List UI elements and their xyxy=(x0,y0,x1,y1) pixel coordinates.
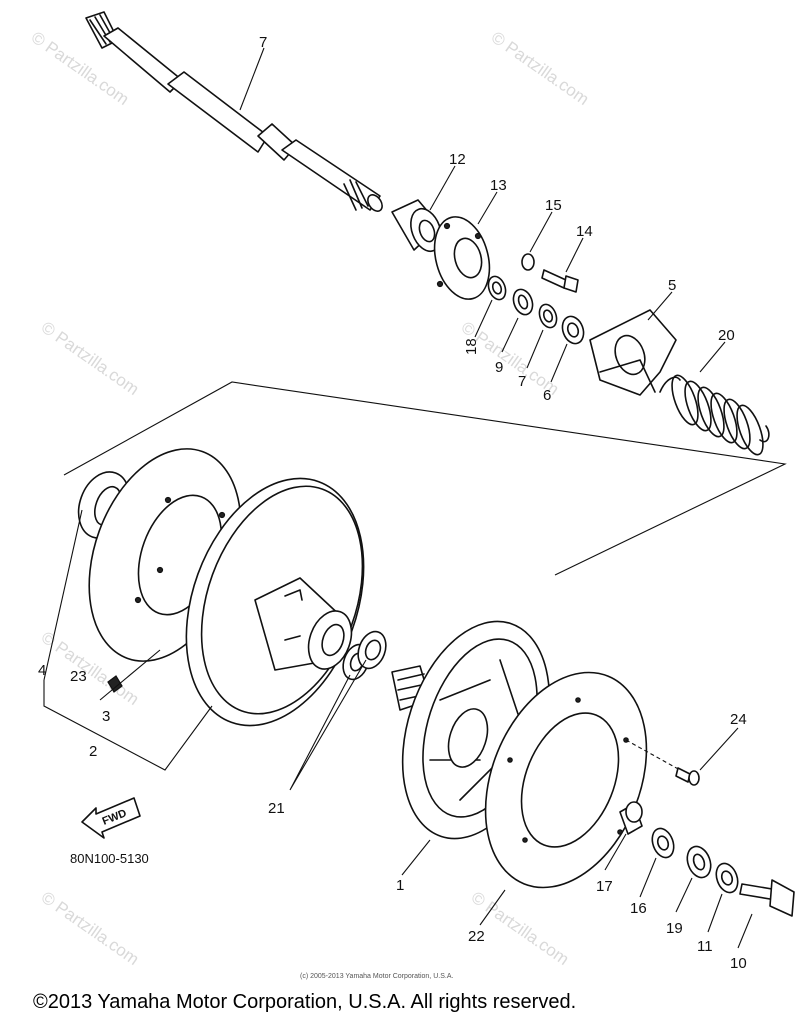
callout-2: 2 xyxy=(89,743,97,760)
callout-20: 20 xyxy=(718,327,735,344)
spring-drawing xyxy=(659,374,770,456)
callout-1: 1 xyxy=(396,877,404,894)
callout-17: 17 xyxy=(596,878,613,895)
callout-13: 13 xyxy=(490,177,507,194)
callout-7: 7 xyxy=(518,373,526,390)
callout-10: 10 xyxy=(730,955,747,972)
watermark-text: © Partzilla.com xyxy=(488,28,593,109)
callout-8: 7 xyxy=(259,34,267,51)
part-number-code: 80N100-5130 xyxy=(70,851,149,866)
callout-14: 14 xyxy=(576,223,593,240)
callout-4: 4 xyxy=(38,662,46,679)
watermark-text: © Partzilla.com xyxy=(38,888,143,969)
callout-5: 5 xyxy=(668,277,676,294)
callout-9: 9 xyxy=(495,359,503,376)
bearing-drawing xyxy=(391,199,442,253)
callout-21: 21 xyxy=(268,800,285,817)
fwd-arrow-icon: FWD xyxy=(81,797,141,839)
cam-drawing xyxy=(589,309,677,396)
sliding-sheave-drawing xyxy=(185,477,365,727)
callout-23: 23 xyxy=(70,668,87,685)
callout-labels: 7 12 13 15 14 5 20 18 9 7 6 4 23 3 2 21 … xyxy=(38,34,747,972)
fine-print: (c) 2005-2013 Yamaha Motor Corporation, … xyxy=(300,973,453,980)
sheave-plate-drawing xyxy=(484,671,648,889)
callout-18: 18 xyxy=(463,338,480,355)
callout-11: 11 xyxy=(697,938,713,955)
callout-3: 3 xyxy=(102,708,110,725)
watermark-text: © Partzilla.com xyxy=(38,318,143,399)
callout-15: 15 xyxy=(545,197,562,214)
callout-12: 12 xyxy=(449,151,466,168)
small-collar-drawing xyxy=(619,801,643,835)
callout-24: 24 xyxy=(730,711,747,728)
washers-upper-drawing xyxy=(487,275,585,345)
washers-lower-drawing xyxy=(651,827,795,917)
callout-19: 19 xyxy=(666,920,683,937)
screw-drawing xyxy=(625,739,700,786)
copyright-notice: ©2013 Yamaha Motor Corporation, U.S.A. A… xyxy=(33,991,576,1013)
bushing-pair-drawing xyxy=(342,630,387,681)
shaft-drawing xyxy=(85,11,383,212)
flange-drawing xyxy=(433,216,491,300)
leader-lines xyxy=(239,47,753,949)
callout-16: 16 xyxy=(630,900,647,917)
assembly-bracket xyxy=(63,381,787,576)
small-bushing-drawing xyxy=(107,675,123,693)
callout-22: 22 xyxy=(468,928,485,945)
nut-and-bolt-drawing xyxy=(521,253,579,293)
callout-6: 6 xyxy=(543,387,551,404)
lower-bracket xyxy=(43,509,213,771)
